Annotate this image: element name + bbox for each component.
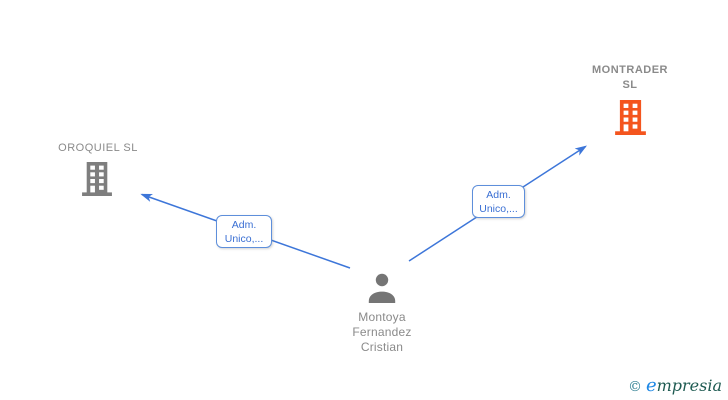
person-name-line3: Cristian [360, 340, 404, 354]
node-company-oroquiel[interactable] [82, 162, 112, 196]
brand-rest: mpresia [656, 376, 722, 395]
building-icon [615, 100, 646, 135]
copyright-icon: © [627, 379, 642, 395]
edge-label-line2: Unico,... [224, 233, 264, 245]
edge-label-line1: Adm. [231, 219, 257, 231]
node-label-oroquiel: OROQUIEL SL [58, 142, 138, 154]
node-company-montrader[interactable] [615, 100, 646, 135]
edge-label-oroquiel[interactable]: Adm. Unico,... [216, 215, 272, 248]
empresia-logo[interactable]: ©empresia [628, 375, 722, 396]
node-label-line2: SL [622, 79, 638, 91]
edge-label-line2: Unico,... [479, 203, 518, 215]
node-label-line1: MONTRADER [592, 64, 668, 76]
node-label-person: Montoya Fernandez Cristian [322, 310, 442, 355]
edge-label-montrader[interactable]: Adm. Unico,... [472, 185, 525, 218]
node-person-montoya[interactable] [366, 272, 398, 304]
node-label-montrader: MONTRADER SL [570, 63, 690, 93]
person-name-line1: Montoya [358, 310, 406, 324]
building-icon [82, 162, 112, 196]
person-icon [368, 273, 396, 303]
edge-label-line1: Adm. [486, 189, 511, 201]
person-name-line2: Fernandez [352, 325, 412, 339]
brand-first-letter: e [645, 375, 657, 396]
